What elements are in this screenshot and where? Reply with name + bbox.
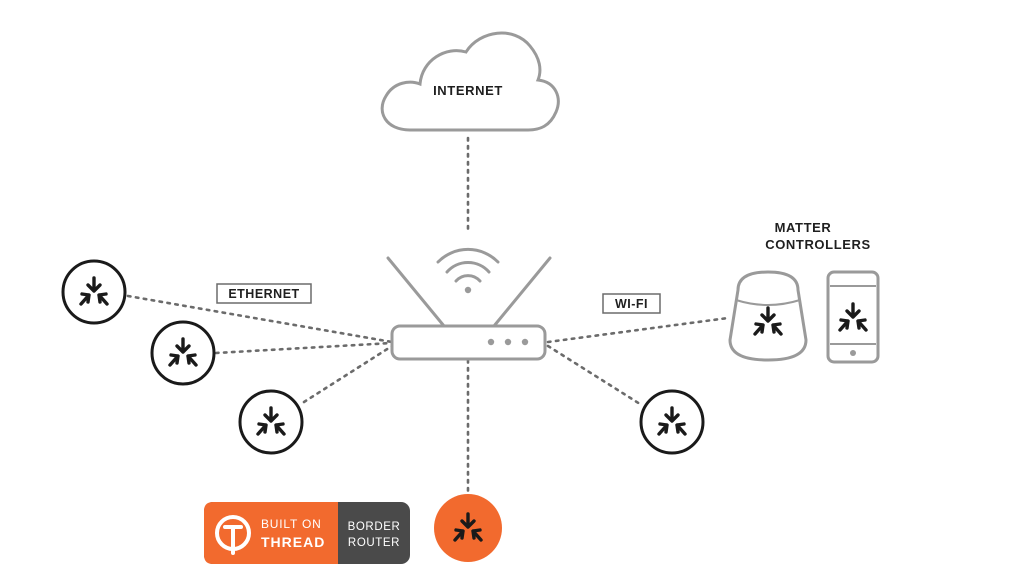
connections <box>126 136 730 496</box>
badge-built-on: BUILT ON <box>261 517 322 531</box>
badge-thread: THREAD <box>261 534 325 550</box>
ethernet-link-1 <box>126 294 394 344</box>
matter-controllers-label-line1: MATTER <box>775 220 832 235</box>
thread-border-router-badge: BUILT ON THREAD BORDER ROUTER <box>204 502 410 564</box>
matter-device-1 <box>61 259 127 325</box>
router-icon <box>386 256 552 361</box>
smart-speaker-icon <box>728 270 808 362</box>
ethernet-link-3 <box>302 344 394 404</box>
badge-router: ROUTER <box>348 537 400 549</box>
matter-device-3 <box>238 389 304 455</box>
matter-thread-device <box>434 494 502 562</box>
wifi-label: WI-FI <box>615 297 648 311</box>
smartphone-icon <box>826 270 880 364</box>
wifi-link-controllers <box>546 316 730 344</box>
matter-controllers-label-line2: CONTROLLERS <box>765 237 871 252</box>
cloud-icon: INTERNET <box>380 31 560 132</box>
matter-device-2 <box>150 320 216 386</box>
matter-device-4 <box>639 389 705 455</box>
wifi-tag: WI-FI <box>602 293 661 314</box>
internet-label: INTERNET <box>433 83 503 98</box>
wifi-icon <box>436 247 500 294</box>
ethernet-tag: ETHERNET <box>216 283 312 304</box>
ethernet-label: ETHERNET <box>228 287 299 301</box>
thread-logo-icon <box>215 515 251 555</box>
ethernet-link-2 <box>214 341 394 355</box>
badge-border: BORDER <box>348 521 401 533</box>
wifi-link-device <box>546 344 642 406</box>
